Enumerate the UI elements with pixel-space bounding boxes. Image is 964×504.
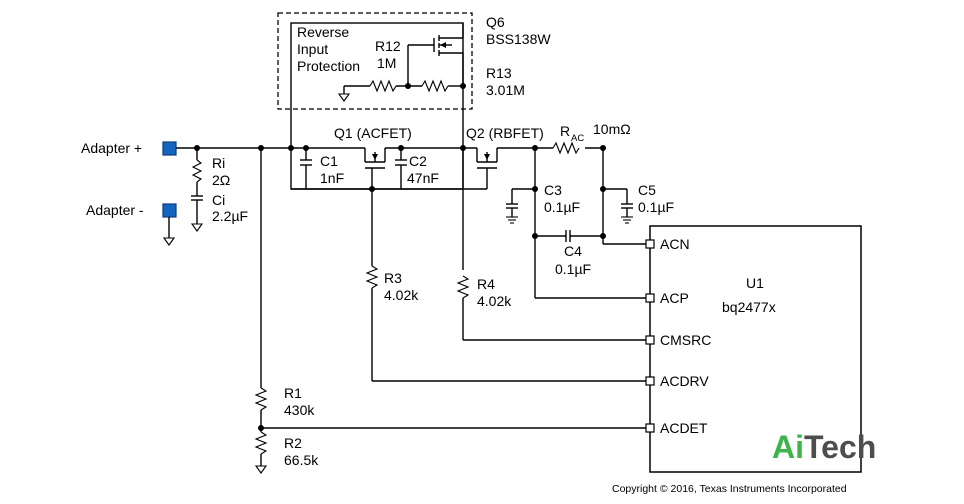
c1-name: C1 [320,153,338,169]
ri-name: Ri [212,155,225,171]
cmsrc-pin [645,335,655,345]
rac-resistor [552,141,580,155]
aitech-logo: AiTech [772,429,876,465]
acp-pin [645,293,655,303]
protection-title-3: Protection [297,58,360,74]
r1-resistor [254,387,268,411]
r4-value: 4.02k [477,293,512,309]
reverse-protection-box [277,12,473,110]
adapter-plus-label: Adapter + [81,140,142,156]
r4-resistor [456,275,470,299]
r1-name: R1 [284,385,302,401]
q2-label: Q2 (RBFET) [466,125,544,141]
r12-name: R12 [375,38,401,54]
r13-value: 3.01M [486,82,525,98]
protection-title-2: Input [297,41,328,57]
u1-part: bq2477x [722,299,776,315]
r2-resistor [254,431,268,455]
ri-value: 2Ω [212,172,230,188]
rac-value: 10mΩ [593,121,631,137]
adapter-minus-terminal [162,203,177,218]
r13-resistor [421,79,449,93]
r4-name: R4 [477,276,495,292]
r3-value: 4.02k [384,287,419,303]
c5-name: C5 [638,182,656,198]
copyright-text: Copyright © 2016, Texas Instruments Inco… [612,483,847,495]
acp-pin-label: ACP [660,290,689,306]
adapter-minus-label: Adapter - [86,202,144,218]
r12-value: 1M [377,55,396,71]
q6-part: BSS138W [486,31,551,47]
rac-subscript: AC [571,133,584,144]
cmsrc-pin-label: CMSRC [660,332,711,348]
r3-resistor [365,265,379,289]
r1-value: 430k [284,402,315,418]
ri-resistor [191,159,203,183]
acdet-pin [645,423,655,433]
u1-name: U1 [746,275,764,291]
r12-resistor [369,79,397,93]
q1-label: Q1 (ACFET) [334,125,412,141]
r3-name: R3 [384,270,402,286]
q6-name: Q6 [486,14,505,30]
c4-value: 0.1µF [555,261,591,277]
c4-name: C4 [564,243,582,259]
c3-value: 0.1µF [544,199,580,215]
c1-value: 1nF [320,170,344,186]
acn-pin-label: ACN [660,236,690,252]
r2-value: 66.5k [284,452,319,468]
r13-name: R13 [486,65,512,81]
acdrv-pin-label: ACDRV [660,373,709,389]
ground-symbol [162,237,176,246]
ci-value: 2.2µF [212,208,248,224]
u1-ic [649,225,862,473]
c2-name: C2 [409,153,427,169]
rac-name: R [560,123,570,139]
adapter-plus-terminal [162,141,177,156]
acn-pin [645,239,655,249]
ci-name: Ci [212,192,225,208]
acdet-pin-label: ACDET [660,420,708,436]
protection-title-1: Reverse [297,24,349,40]
c3-name: C3 [544,182,562,198]
acdrv-pin [645,376,655,386]
r2-name: R2 [284,435,302,451]
c5-value: 0.1µF [638,199,674,215]
c2-value: 47nF [407,170,439,186]
